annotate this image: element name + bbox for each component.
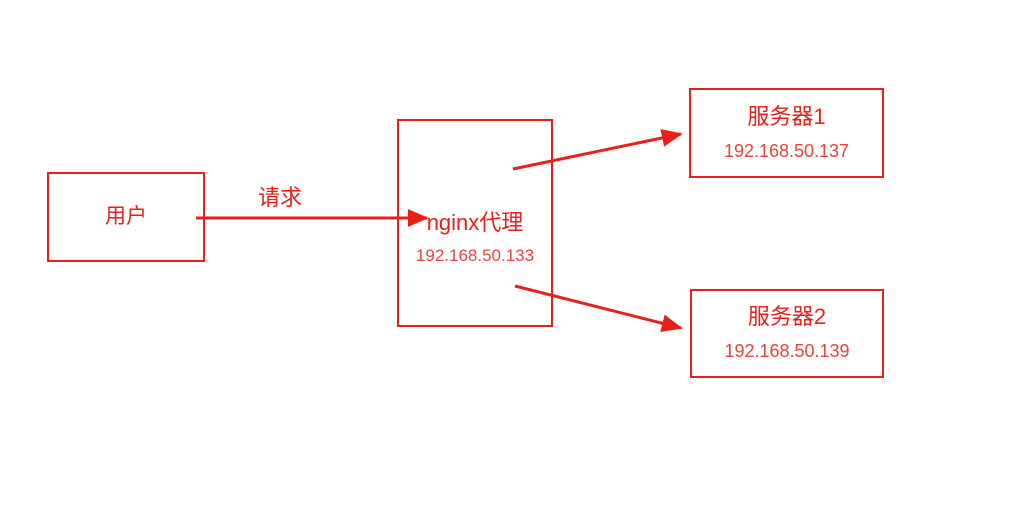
node-server-2[interactable]: 服务器2 192.168.50.139 <box>690 289 884 378</box>
connector-proxy-to-server2 <box>514 284 683 333</box>
node-server-2-ip: 192.168.50.139 <box>724 341 850 362</box>
node-nginx-proxy-title: nginx代理 <box>426 210 524 235</box>
edge-label-request: 请求 <box>258 185 303 210</box>
connector-proxy-to-server1 <box>512 129 683 171</box>
node-nginx-proxy-ip: 192.168.50.133 <box>415 246 535 266</box>
node-server-1-ip: 192.168.50.137 <box>723 140 850 161</box>
node-server-1-title: 服务器1 <box>747 103 826 129</box>
node-user[interactable]: 用户 <box>47 172 205 262</box>
node-server-1[interactable]: 服务器1 192.168.50.137 <box>689 88 884 178</box>
node-user-title: 用户 <box>105 205 147 229</box>
node-nginx-proxy[interactable]: nginx代理 192.168.50.133 <box>397 119 553 327</box>
node-server-2-title: 服务器2 <box>747 304 827 329</box>
